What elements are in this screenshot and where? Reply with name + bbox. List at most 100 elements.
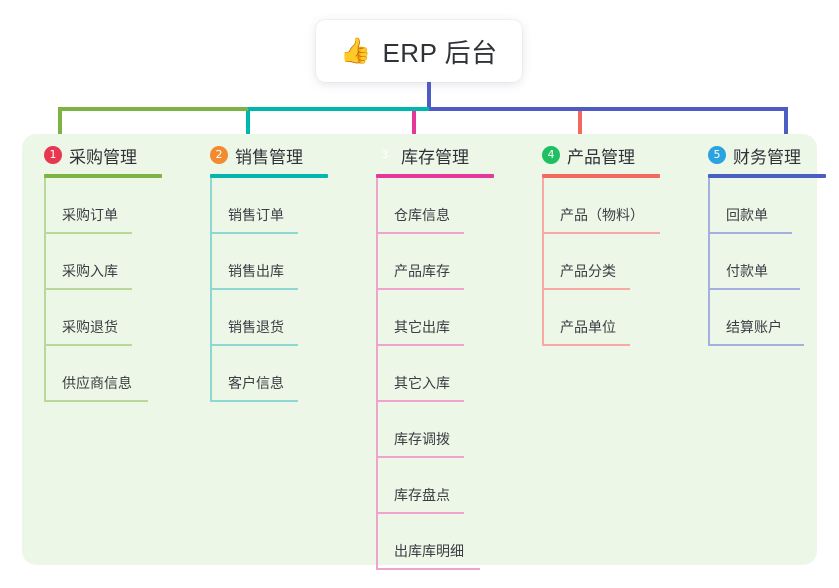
module-item[interactable]: 出库库明细 [362, 514, 512, 570]
module-item-label: 产品分类 [560, 263, 616, 279]
module-index-badge: 4 [542, 146, 560, 164]
module-item-label: 出库库明细 [394, 543, 464, 559]
module-item[interactable]: 库存调拨 [362, 402, 512, 458]
module-item[interactable]: 结算账户 [694, 290, 839, 346]
drop-connector-3 [412, 111, 416, 147]
drop-connector-1 [58, 111, 62, 147]
module-item-rule [210, 400, 298, 402]
module-title: 采购管理 [69, 147, 137, 167]
module-item-list: 产品（物料） 产品分类产品单位 [528, 178, 688, 346]
module-item-label: 采购退货 [62, 319, 118, 335]
module-item[interactable]: 库存盘点 [362, 458, 512, 514]
module-header-1[interactable]: 1 采购管理 [30, 142, 180, 168]
module-column-1: 1 采购管理采购订单采购入库采购退货供应商信息 [30, 142, 180, 402]
module-item-list: 仓库信息产品库存其它出库其它入库库存调拨库存盘点出库库明细 [362, 178, 512, 570]
module-item[interactable]: 产品（物料） [528, 178, 688, 234]
module-header-rule [376, 174, 494, 178]
module-item[interactable]: 客户信息 [196, 346, 346, 402]
module-item[interactable]: 销售订单 [196, 178, 346, 234]
modules-panel [22, 134, 817, 565]
module-item[interactable]: 付款单 [694, 234, 839, 290]
module-trunk-line [44, 178, 46, 402]
module-item-label: 客户信息 [228, 375, 284, 391]
module-item[interactable]: 采购订单 [30, 178, 180, 234]
module-header-5[interactable]: 5 财务管理 [694, 142, 839, 168]
module-item-rule [44, 344, 132, 346]
module-item-rule [376, 400, 464, 402]
module-item-rule [708, 344, 804, 346]
module-item-label: 采购入库 [62, 263, 118, 279]
module-item-label: 其它入库 [394, 375, 450, 391]
module-item-label: 其它出库 [394, 319, 450, 335]
module-item-rule [542, 344, 630, 346]
module-column-5: 5 财务管理回款单付款单结算账户 [694, 142, 839, 346]
module-item-list: 销售订单销售出库销售退货客户信息 [196, 178, 346, 402]
module-item[interactable]: 其它入库 [362, 346, 512, 402]
drop-connector-2 [246, 111, 250, 147]
module-trunk-line [542, 178, 544, 346]
module-item-rule [542, 232, 660, 234]
module-item-label: 销售退货 [228, 319, 284, 335]
module-item-rule [376, 344, 464, 346]
module-item-rule [542, 288, 630, 290]
module-trunk-line [708, 178, 710, 346]
module-item-label: 采购订单 [62, 207, 118, 223]
module-item-rule [708, 288, 800, 290]
module-item-label: 销售出库 [228, 263, 284, 279]
module-index-badge: 1 [44, 146, 62, 164]
module-item[interactable]: 供应商信息 [30, 346, 180, 402]
module-item[interactable]: 采购入库 [30, 234, 180, 290]
module-item-list: 采购订单采购入库采购退货供应商信息 [30, 178, 180, 402]
bus-segment-1 [58, 107, 248, 111]
module-item[interactable]: 仓库信息 [362, 178, 512, 234]
module-title: 销售管理 [235, 147, 303, 167]
module-header-rule [44, 174, 162, 178]
module-item[interactable]: 产品库存 [362, 234, 512, 290]
module-item[interactable]: 回款单 [694, 178, 839, 234]
module-title: 产品管理 [567, 147, 635, 167]
module-item-label: 库存调拨 [394, 431, 450, 447]
module-item[interactable]: 销售出库 [196, 234, 346, 290]
module-index-badge: 3 [381, 148, 389, 161]
module-header-rule [210, 174, 328, 178]
module-item-label: 供应商信息 [62, 375, 132, 391]
module-item-rule [44, 232, 132, 234]
module-item-label: 销售订单 [228, 207, 284, 223]
module-item[interactable]: 产品分类 [528, 234, 688, 290]
module-title: 财务管理 [733, 147, 801, 167]
module-item-rule [210, 344, 298, 346]
module-item-rule [44, 400, 148, 402]
module-item[interactable]: 其它出库 [362, 290, 512, 346]
module-item[interactable]: 销售退货 [196, 290, 346, 346]
root-stem-connector [427, 82, 431, 111]
module-item-rule [376, 232, 464, 234]
bus-segment-2 [248, 107, 429, 111]
module-item-label: 付款单 [726, 263, 768, 279]
module-item-label: 回款单 [726, 207, 768, 223]
drop-connector-5 [784, 111, 788, 147]
module-item-label: 产品库存 [394, 263, 450, 279]
module-item-label: 仓库信息 [394, 207, 450, 223]
module-item-list: 回款单付款单结算账户 [694, 178, 839, 346]
module-item[interactable]: 产品单位 [528, 290, 688, 346]
root-node-card[interactable]: 👍 ERP 后台 [316, 20, 522, 82]
module-item-rule [376, 568, 480, 570]
module-item[interactable]: 采购退货 [30, 290, 180, 346]
module-index-badge: 5 [708, 146, 726, 164]
module-item-label: 产品（物料） [560, 207, 644, 223]
module-item-rule [44, 288, 132, 290]
module-item-rule [210, 232, 298, 234]
module-item-label: 产品单位 [560, 319, 616, 335]
module-header-rule [708, 174, 826, 178]
module-item-rule [376, 512, 464, 514]
module-column-4: 4 产品管理产品（物料） 产品分类产品单位 [528, 142, 688, 346]
thumbs-up-icon: 👍 [340, 36, 372, 65]
root-node-title: ERP 后台 [382, 37, 498, 68]
module-trunk-line [210, 178, 212, 402]
module-header-4[interactable]: 4 产品管理 [528, 142, 688, 168]
module-item-rule [708, 232, 792, 234]
module-item-label: 库存盘点 [394, 487, 450, 503]
